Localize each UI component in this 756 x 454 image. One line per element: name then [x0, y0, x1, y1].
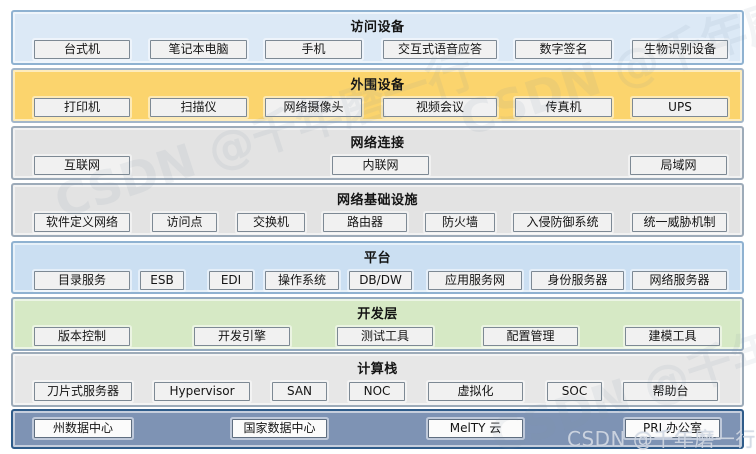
node-box: 国家数据中心: [232, 419, 327, 438]
node-box: SOC: [547, 382, 602, 401]
band-title-access-devices: 访问设备: [350, 20, 405, 35]
node-box: 网络服务器: [632, 271, 727, 290]
node-box: 入侵防御系统: [513, 213, 612, 232]
node-box: 建模工具: [625, 327, 720, 346]
node-box: 扫描仪: [150, 98, 247, 117]
node-box: 交互式语音应答: [383, 40, 497, 59]
band-title-peripheral-devices: 外围设备: [350, 78, 405, 93]
node-box: 目录服务: [34, 271, 130, 290]
node-box: 手机: [265, 40, 362, 59]
node-box: 数字签名: [515, 40, 612, 59]
node-box: 身份服务器: [531, 271, 624, 290]
band-development-layer: 开发层版本控制 开发引擎 测试工具 配置管理 建模工具: [11, 297, 744, 351]
node-box: 应用服务网: [428, 271, 522, 290]
node-box: 软件定义网络: [34, 213, 130, 232]
node-box: PRI 办公室: [625, 419, 720, 438]
node-box: DB/DW: [349, 271, 412, 290]
node-box: 防火墙: [425, 213, 495, 232]
band-platform: 平台目录服务 ESB EDI 操作系统 DB/DW 应用服务网身份服务器网络服务器: [11, 241, 744, 294]
band-title-network-infrastructure: 网络基础设施: [336, 193, 418, 208]
node-box: 刀片式服务器: [34, 382, 132, 401]
node-box: Hypervisor: [154, 382, 250, 401]
node-box: 开发引擎: [194, 327, 290, 346]
node-box: UPS: [632, 98, 728, 117]
band-title-network-connection: 网络连接: [350, 136, 405, 151]
node-box: SAN: [272, 382, 327, 401]
band-peripheral-devices: 外围设备打印机 扫描仪网络摄像头 视频会议传真机 UPS: [11, 68, 744, 123]
node-box: 统一威胁机制: [632, 213, 727, 232]
node-box: 测试工具: [337, 327, 433, 346]
node-box: 台式机: [34, 40, 130, 59]
node-box: 局域网: [630, 156, 727, 175]
band-title-development-layer: 开发层: [357, 307, 398, 322]
band-network-connection: 网络连接互联网 内联网 局域网: [11, 126, 744, 180]
band-computing-stack: 计算栈刀片式服务器 Hypervisor SAN NOC 虚拟化 SOC 帮助台: [11, 352, 744, 407]
node-box: 州数据中心: [34, 419, 132, 438]
node-box: 路由器: [323, 213, 407, 232]
node-box: 笔记本电脑: [150, 40, 247, 59]
band-title-platform: 平台: [363, 251, 391, 266]
node-box: 生物识别设备: [632, 40, 728, 59]
band-access-devices: 访问设备台式机 笔记本电脑手机 交互式语音应答数字签名 生物识别设备: [11, 10, 744, 65]
node-box: 交换机: [237, 213, 305, 232]
band-data-centers: 州数据中心 国家数据中心 MelTY 云 PRI 办公室: [11, 409, 744, 449]
node-box: 网络摄像头: [265, 98, 362, 117]
node-box: ESB: [140, 271, 184, 290]
node-box: 配置管理: [483, 327, 578, 346]
node-box: 打印机: [34, 98, 130, 117]
node-box: NOC: [349, 382, 405, 401]
node-box: 帮助台: [623, 382, 718, 401]
node-box: 访问点: [152, 213, 217, 232]
node-box: 传真机: [515, 98, 612, 117]
node-box: EDI: [209, 271, 253, 290]
node-box: 内联网: [332, 156, 429, 175]
node-box: MelTY 云: [428, 419, 523, 438]
band-title-computing-stack: 计算栈: [357, 362, 398, 377]
node-box: 操作系统: [265, 271, 339, 290]
node-box: 虚拟化: [428, 382, 523, 401]
node-box: 视频会议: [383, 98, 497, 117]
band-network-infrastructure: 网络基础设施软件定义网络 访问点 交换机路由器防火墙入侵防御系统 统一威胁机制: [11, 183, 744, 237]
node-box: 版本控制: [34, 327, 130, 346]
node-box: 互联网: [34, 156, 130, 175]
